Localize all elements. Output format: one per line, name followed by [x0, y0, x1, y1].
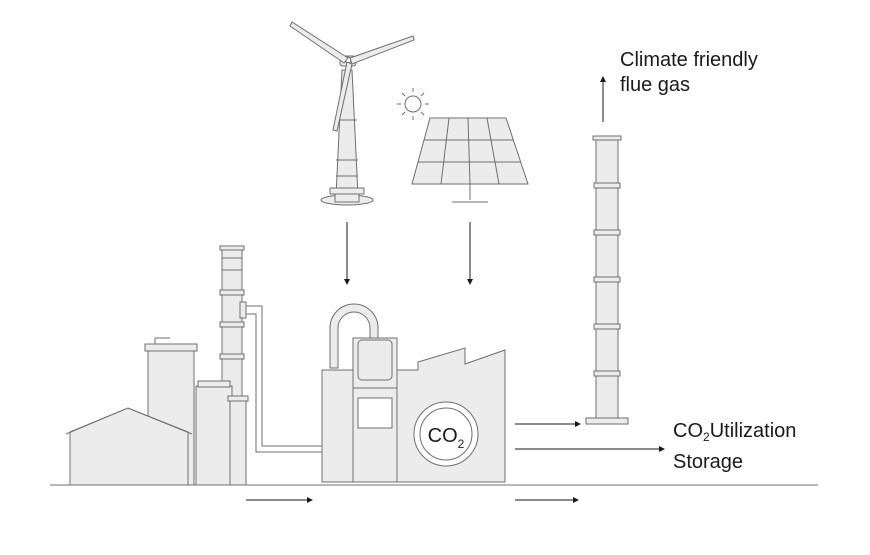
utilization-label-line: CO2Utilization — [673, 419, 796, 450]
tall-chimney-icon — [585, 135, 629, 425]
flue-gas-label-line2: flue gas — [620, 74, 691, 96]
flue-gas-label-line1: Climate friendly — [620, 49, 758, 71]
connecting-pipe — [239, 301, 322, 453]
storage-label: Storage — [673, 451, 744, 473]
solar-panel-icon — [411, 117, 529, 203]
capture-plant-icon: CO2 — [321, 303, 506, 483]
ground-flow-arrow-right — [515, 497, 579, 503]
wind-to-plant-arrow — [344, 222, 350, 285]
flue-gas-up-arrow — [600, 76, 606, 122]
plant-to-chimney-arrow — [515, 421, 581, 427]
block-building-icon — [195, 380, 249, 486]
co2-subscript: 2 — [703, 430, 710, 444]
utilization-storage-label: CO2Utilization Storage — [673, 419, 796, 475]
small-chimney-icon — [219, 245, 245, 409]
flue-gas-label: Climate friendly flue gas — [620, 48, 758, 98]
sun-icon — [397, 88, 429, 120]
co2-prefix: CO — [673, 420, 703, 442]
solar-to-plant-arrow — [467, 222, 473, 285]
co2-badge-label: CO2 — [428, 425, 465, 451]
plant-to-utilization-arrow — [515, 446, 665, 452]
wind-turbine-icon — [289, 21, 415, 206]
ground-flow-arrow-left — [246, 497, 313, 503]
house-building-icon — [65, 407, 193, 486]
utilization-text: Utilization — [709, 420, 797, 442]
